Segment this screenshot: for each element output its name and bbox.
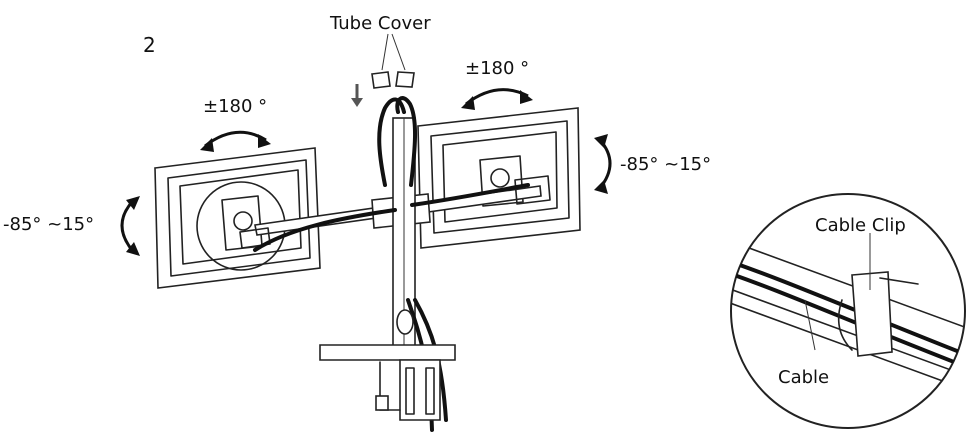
tilt-angle-left: -85° ~15° <box>3 214 94 235</box>
cable-label: Cable <box>778 367 829 388</box>
left-monitor <box>154 147 321 289</box>
rotate-arrow-right-icon <box>461 88 533 110</box>
rotate-angle-left: ±180 ° <box>203 96 267 117</box>
right-monitor <box>417 107 581 249</box>
step-number: 2 <box>143 33 156 57</box>
down-arrow-icon <box>351 84 363 107</box>
tilt-angle-right: -85° ~15° <box>620 154 711 175</box>
tilt-arrow-left-icon <box>120 196 140 256</box>
desk-clamp <box>319 344 456 421</box>
cable-clip-label: Cable Clip <box>815 215 906 236</box>
tilt-arrow-right-icon <box>594 134 612 194</box>
tube-cover-parts <box>371 33 415 89</box>
rotate-angle-right: ±180 ° <box>465 58 529 79</box>
rotate-arrow-left-icon <box>200 130 271 152</box>
tube-cover-label: Tube Cover <box>329 13 431 34</box>
cable-clip-detail <box>730 193 966 429</box>
cable-clip-on-pole <box>396 309 414 335</box>
